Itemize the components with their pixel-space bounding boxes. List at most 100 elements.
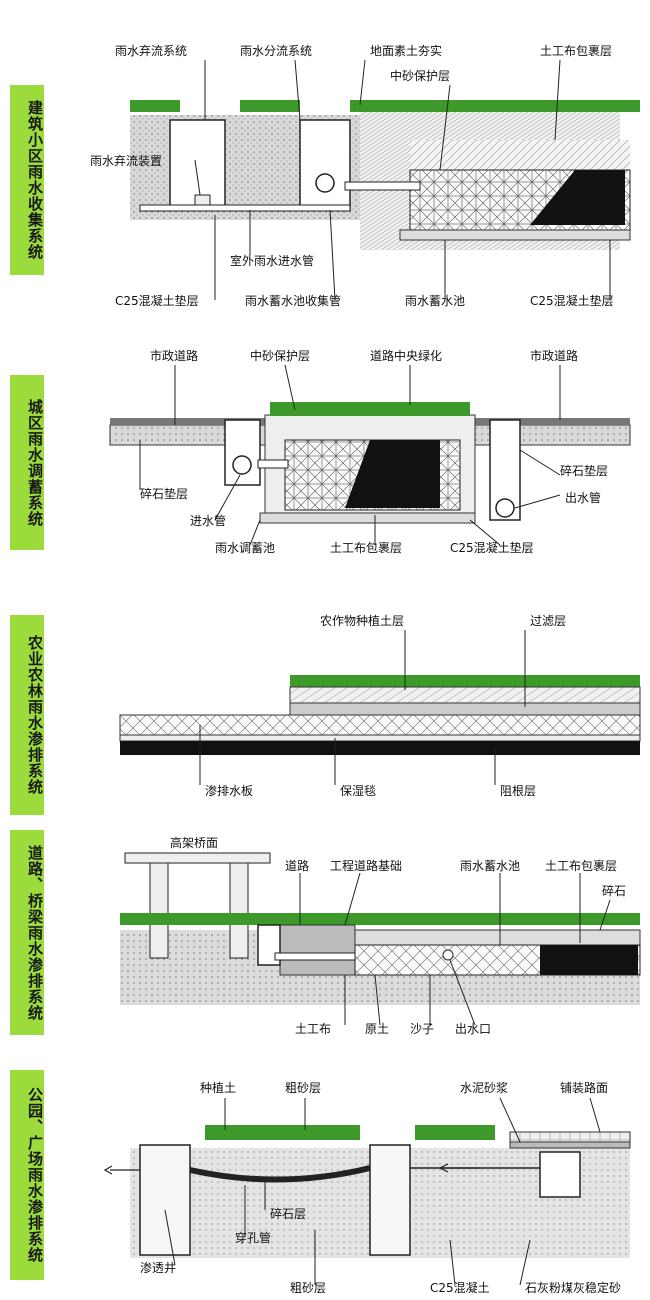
diagram-road-bridge: 高架桥面 道路 工程道路基础 雨水蓄水池 土工布包裹层 碎石 土工布 原土 沙子… <box>120 835 641 1036</box>
tank-water <box>540 945 638 975</box>
flow-arrow-right <box>438 1163 480 1173</box>
planting-grass-left <box>205 1125 360 1140</box>
label-storage-tank: 雨水蓄水池 <box>405 294 465 308</box>
paving <box>509 1131 631 1143</box>
moisture-blanket <box>119 734 641 742</box>
label-road-right: 市政道路 <box>530 348 578 363</box>
label-crop-soil: 农作物种植土层 <box>320 613 404 628</box>
diagram-agriculture: 农作物种植土层 过滤层 渗排水板 保湿毯 阻根层 <box>119 613 641 798</box>
label-paving: 铺装路面 <box>560 1080 608 1095</box>
label-outlet: 出水口 <box>455 1022 491 1036</box>
infiltration-well-right <box>369 1144 411 1256</box>
label-storage-tank: 雨水蓄水池 <box>460 859 520 873</box>
tank-water <box>530 170 625 225</box>
drain-channel <box>539 1151 581 1198</box>
label-root-barrier: 阻根层 <box>500 784 536 798</box>
filter-layer <box>289 702 641 716</box>
label-native-soil: 原土 <box>365 1022 389 1036</box>
label-perforated-pipe: 穿孔管 <box>235 1230 271 1245</box>
inlet-pipe <box>139 204 351 212</box>
label-median-green: 道路中央绿化 <box>370 348 442 363</box>
label-geotextile: 土工布包裹层 <box>330 540 402 555</box>
inlet-pipe <box>257 459 289 469</box>
bridge-pier-right <box>229 862 249 959</box>
grass-strip <box>130 100 640 112</box>
label-road-base: 工程道路基础 <box>330 858 402 873</box>
panel-building: 建筑小区雨水收集系统 <box>0 0 650 320</box>
label-c25-pad: C25混凝土垫层 <box>450 540 534 555</box>
label-lime-flyash: 石灰粉煤灰稳定砂 <box>525 1280 621 1295</box>
label-c25-concrete: C25混凝土 <box>430 1280 490 1295</box>
split-device <box>299 119 351 211</box>
label-gravel-right: 碎石垫层 <box>560 463 608 478</box>
label-detention-tank: 雨水调蓄池 <box>215 541 275 555</box>
label-moisture-blanket: 保湿毯 <box>340 783 376 798</box>
diagram-urban: 市政道路 中砂保护层 道路中央绿化 市政道路 碎石垫层 碎石垫层 出水管 进水管… <box>109 348 631 555</box>
concrete-pad <box>399 229 631 241</box>
split-outlet <box>315 173 335 193</box>
panel-tag: 公园、广场雨水渗排系统 <box>10 1070 44 1280</box>
label-cement-mortar: 水泥砂浆 <box>460 1080 508 1095</box>
label-sand-protection: 中砂保护层 <box>390 68 450 83</box>
median-grass <box>270 402 470 416</box>
panel-park-square: 公园、广场雨水渗排系统 种植土 粗砂层 水泥砂浆 铺装路面 碎石层 穿孔管 渗透… <box>0 1060 650 1300</box>
label-inlet-pipe: 进水管 <box>190 513 226 528</box>
gravel <box>354 929 641 946</box>
label-geotextile-wrap: 土工布包裹层 <box>545 858 617 873</box>
bridge-pier-left <box>149 862 169 959</box>
label-drainage-board: 渗排水板 <box>205 783 253 798</box>
diversion-valve <box>194 194 211 206</box>
label-coarse-sand-top: 粗砂层 <box>285 1081 321 1095</box>
label-c25-pad-right: C25混凝土垫层 <box>530 293 614 308</box>
flow-arrow-left <box>103 1165 140 1175</box>
label-collection-pipe: 雨水蓄水池收集管 <box>245 293 341 308</box>
label-road-left: 市政道路 <box>150 348 198 363</box>
infiltration-well-left <box>139 1144 191 1256</box>
label-sand-protection: 中砂保护层 <box>250 348 310 363</box>
concrete-pad <box>259 512 476 524</box>
label-gravel-left: 碎石垫层 <box>140 486 188 501</box>
label-coarse-sand-bottom: 粗砂层 <box>290 1281 326 1295</box>
grass-strip <box>120 913 640 925</box>
label-outlet-pipe: 出水管 <box>565 490 601 505</box>
bridge-deck <box>124 852 271 864</box>
crop-grass <box>290 675 640 687</box>
road-base <box>279 924 356 976</box>
panel-tag: 农业农林雨水渗排系统 <box>10 615 44 815</box>
label-gravel: 碎石 <box>602 883 626 898</box>
label-compacted-soil: 地面素土夯实 <box>370 43 442 58</box>
outlet-pipe-mouth <box>495 498 515 518</box>
label-viaduct: 高架桥面 <box>170 835 218 850</box>
panel-agriculture: 农业农林雨水渗排系统 农作物种植土层 过滤层 渗排水板 保湿毯 阻根层 <box>0 595 650 815</box>
tank-water <box>345 440 440 508</box>
label-diversion-system: 雨水弃流系统 <box>115 43 187 58</box>
label-sand: 沙子 <box>410 1022 434 1036</box>
inlet-pipe-mouth <box>232 455 252 475</box>
label-gravel-layer: 碎石层 <box>270 1206 306 1221</box>
planting-grass-right <box>415 1125 495 1140</box>
label-road: 道路 <box>285 858 309 873</box>
panel-urban: 城区雨水调蓄系统 市政道路 中砂保护层 道路中央绿化 市政道路 碎石垫层 <box>0 330 650 580</box>
inlet-well <box>224 419 261 486</box>
root-barrier <box>120 741 640 755</box>
label-split-system: 雨水分流系统 <box>240 44 312 58</box>
perforated-pipe <box>189 1165 371 1183</box>
drain-pipe <box>274 952 356 961</box>
label-geotextile: 土工布包裹层 <box>540 43 612 58</box>
collection-pipe <box>344 181 421 191</box>
label-infiltration-well: 渗透井 <box>140 1260 176 1275</box>
diagram-park-square: 种植土 粗砂层 水泥砂浆 铺装路面 碎石层 穿孔管 渗透井 粗砂层 C25混凝土… <box>103 1080 631 1295</box>
label-geotextile: 土工布 <box>295 1022 331 1036</box>
panel-road-bridge: 道路、桥梁雨水渗排系统 高架桥面 道路 工程道路基础 雨水蓄水池 土工布包裹层 … <box>0 825 650 1050</box>
label-filter: 过滤层 <box>530 614 566 628</box>
label-inlet-pipe: 室外雨水进水管 <box>230 253 314 268</box>
drainage-board <box>119 714 641 736</box>
diagram-building: 雨水弃流系统 雨水分流系统 地面素土夯实 中砂保护层 土工布包裹层 雨水弃流装置… <box>90 43 640 308</box>
panel-tag: 道路、桥梁雨水渗排系统 <box>10 830 44 1035</box>
cement-mortar <box>509 1141 631 1149</box>
panel-tag: 城区雨水调蓄系统 <box>10 375 44 550</box>
label-planting-soil: 种植土 <box>200 1080 236 1095</box>
panel-tag: 建筑小区雨水收集系统 <box>10 85 44 275</box>
label-c25-pad-left: C25混凝土垫层 <box>115 293 199 308</box>
outlet <box>442 949 454 961</box>
